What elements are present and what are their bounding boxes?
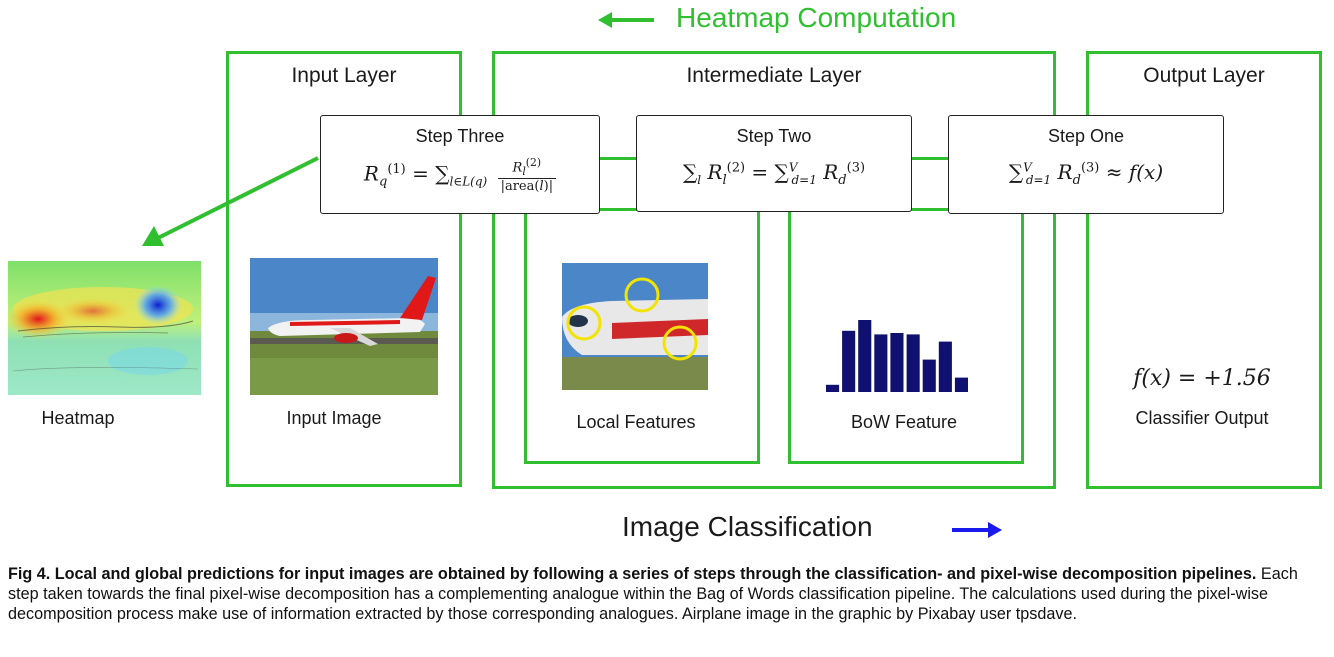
heatmap-computation-label: Heatmap Computation <box>676 2 957 33</box>
bow-bar <box>826 384 840 392</box>
heatmap-image <box>8 261 201 395</box>
step-two-title: Step Two <box>736 126 812 146</box>
step-three-title: Step Three <box>415 126 505 146</box>
bow-histogram <box>826 320 968 392</box>
step-two-formula: ∑l Rl(2) = ∑Vd=1 Rd(3) <box>682 160 866 188</box>
diagonal-arrow-icon <box>142 156 319 246</box>
classifier-output-value: f(x) = +1.56 <box>1133 366 1271 391</box>
step-one-title: Step One <box>1047 126 1125 146</box>
bow-bar <box>922 359 936 392</box>
right-arrow-icon <box>952 522 1002 538</box>
step-three-box: Step Three Rq(1) = ∑l∈L(q) Rl(2)|area(l)… <box>320 115 600 214</box>
step-one-box: Step One ∑Vd=1 Rd(3) ≈ f(x) <box>948 115 1224 214</box>
step-two-box: Step Two ∑l Rl(2) = ∑Vd=1 Rd(3) <box>636 115 912 212</box>
bow-bar <box>874 334 888 392</box>
intermediate-layer-box <box>492 51 1056 489</box>
bow-bar <box>858 320 872 392</box>
connector-line <box>598 157 638 160</box>
connector-line <box>910 157 950 160</box>
intermediate-layer-title: Intermediate Layer <box>686 64 862 87</box>
local-features-image <box>562 263 708 390</box>
output-layer-box <box>1086 51 1322 489</box>
step-one-formula: ∑Vd=1 Rd(3) ≈ f(x) <box>1008 160 1164 188</box>
bow-bar <box>954 377 968 392</box>
classifier-output-label: Classifier Output <box>1135 408 1269 428</box>
caption-text: Each step taken towards the final pixel-… <box>8 565 1298 623</box>
bow-feature-label: BoW Feature <box>850 412 958 432</box>
heatmap-label: Heatmap <box>41 408 115 428</box>
left-arrow-icon <box>598 12 654 28</box>
local-features-label: Local Features <box>576 412 696 432</box>
figure-caption: Fig 4. Local and global predictions for … <box>8 564 1328 624</box>
bow-bar <box>890 333 904 392</box>
bow-bar <box>906 334 920 392</box>
bow-bar <box>938 341 952 392</box>
output-layer-title: Output Layer <box>1143 64 1265 87</box>
caption-bold: Fig 4. Local and global predictions for … <box>8 565 1257 583</box>
input-image-label: Input Image <box>286 408 382 428</box>
input-layer-title: Input Layer <box>291 64 397 87</box>
step-three-formula: Rq(1) = ∑l∈L(q) Rl(2)|area(l)| <box>321 156 599 194</box>
bow-bar <box>842 330 856 392</box>
input-image <box>250 258 438 395</box>
input-layer-box <box>226 51 462 487</box>
image-classification-label: Image Classification <box>622 511 873 542</box>
